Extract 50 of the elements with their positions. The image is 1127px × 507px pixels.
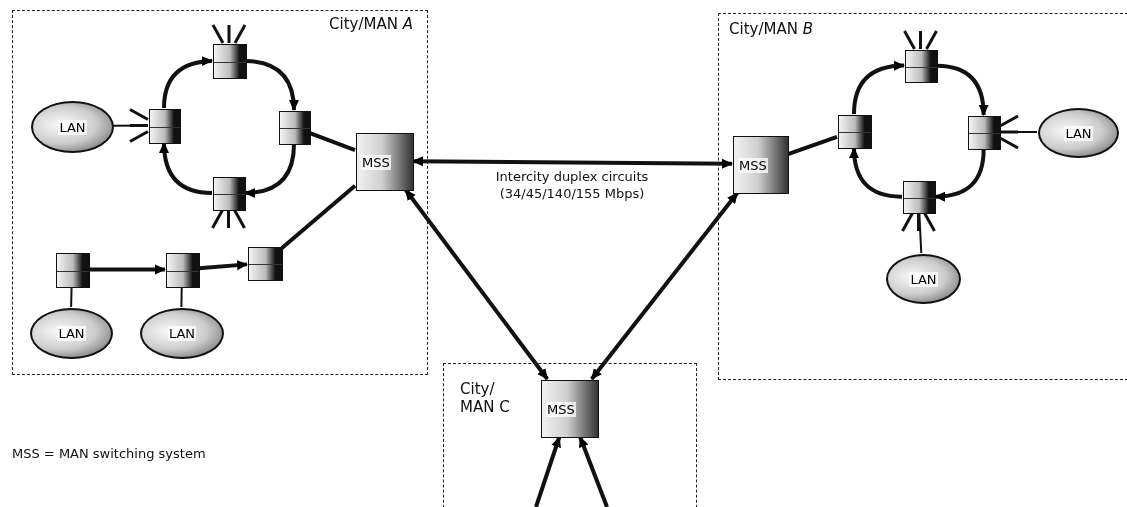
city-region [12, 10, 428, 375]
switching-system-box [733, 136, 789, 194]
region-title: City/MAN A [329, 15, 413, 33]
station-box [838, 115, 872, 149]
circuit-line [934, 148, 986, 202]
station-box [56, 253, 90, 288]
circuit-line [159, 142, 213, 195]
circuit-line [849, 147, 903, 199]
node-label: LAN [909, 271, 938, 287]
connector-line [112, 124, 149, 127]
circuit-line [578, 436, 609, 507]
node-label: LAN [167, 326, 197, 341]
station-box [903, 181, 936, 214]
circuit-line [198, 260, 248, 271]
circuit-line [534, 436, 562, 507]
station-box [279, 111, 311, 145]
connector-line [70, 286, 73, 308]
circuit-line [245, 58, 299, 111]
node-label: MSS [361, 154, 391, 170]
circuit-line [590, 191, 739, 381]
circuit-line [162, 56, 213, 109]
station-box [905, 50, 938, 83]
circuit-line [89, 264, 166, 275]
station-box [968, 116, 1001, 150]
connector-line [918, 212, 923, 254]
node-label: LAN [1064, 125, 1093, 141]
circuit-line [936, 63, 989, 116]
city-region [443, 363, 697, 507]
circuit-line [280, 184, 357, 250]
switching-system-box [356, 133, 414, 191]
node-label: MSS [546, 401, 576, 417]
circuit-line [852, 61, 905, 115]
note-text: MSS = MAN switching system [12, 446, 206, 461]
station-box [248, 247, 283, 281]
station-box [166, 253, 200, 288]
circuit-line [244, 143, 296, 198]
station-box [213, 44, 247, 79]
node-label: LAN [57, 326, 86, 341]
circuit-line [787, 135, 838, 157]
station-box [213, 177, 246, 211]
city-region [718, 13, 1127, 380]
switching-system-box [541, 380, 599, 438]
connector-line [180, 286, 183, 308]
node-label: LAN [58, 119, 87, 135]
region-title: City/MAN B [729, 20, 813, 38]
station-box [149, 109, 181, 144]
circuit-line [412, 156, 733, 169]
region-title: City/ MAN C [460, 380, 511, 416]
circuit-line [309, 131, 356, 152]
node-label: MSS [738, 157, 768, 173]
